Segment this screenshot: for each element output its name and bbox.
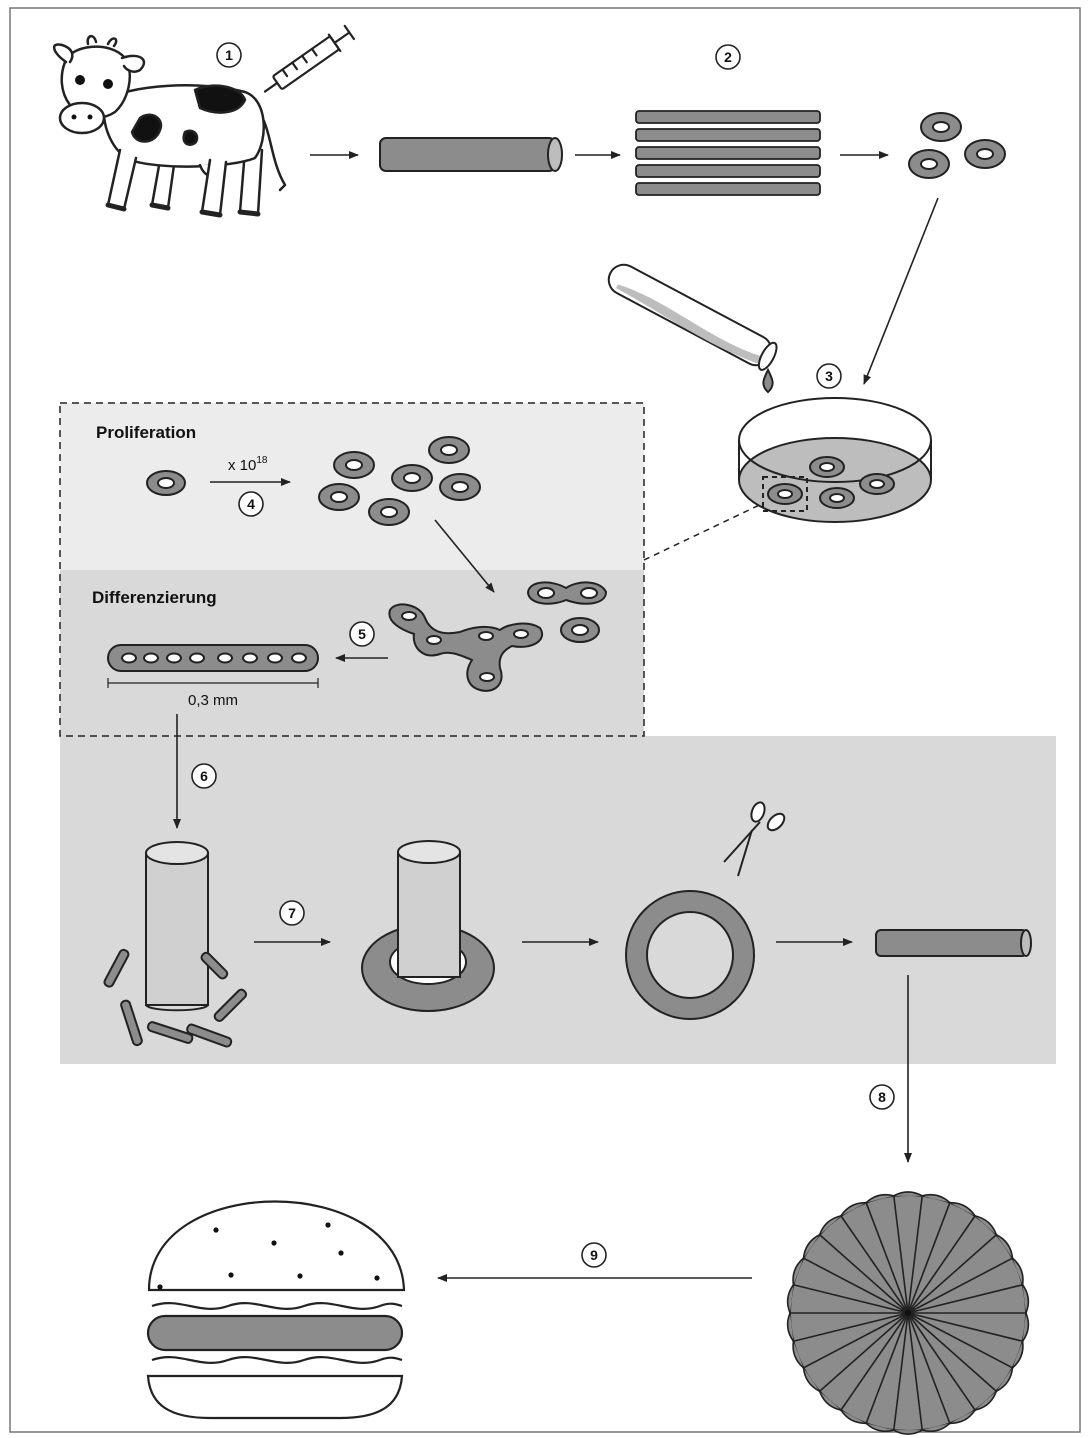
step-3-badge: 3 (817, 364, 841, 388)
svg-text:9: 9 (590, 1247, 598, 1263)
patty-of-strips-icon (788, 1192, 1029, 1434)
step-9-badge: 9 (582, 1243, 606, 1267)
muscle-ring-icon (626, 891, 754, 1019)
meat-strip-icon (876, 930, 1031, 956)
svg-text:7: 7 (288, 905, 296, 921)
differentiation-label: Differenzierung (92, 588, 217, 607)
svg-text:5: 5 (358, 626, 366, 642)
svg-text:1: 1 (225, 47, 233, 63)
step-1-badge: 1 (217, 43, 241, 67)
svg-text:3: 3 (825, 368, 833, 384)
step-6-badge: 6 (192, 764, 216, 788)
myotube-icon (108, 645, 318, 671)
step-2-badge: 2 (716, 45, 740, 69)
patty-strip-bulge (894, 1430, 922, 1434)
svg-text:4: 4 (247, 496, 255, 512)
svg-text:6: 6 (200, 768, 208, 784)
svg-text:8: 8 (878, 1089, 886, 1105)
single-cell-icon (147, 471, 185, 495)
patty-center (904, 1309, 912, 1317)
step-8-badge: 8 (870, 1085, 894, 1109)
muscle-fibers-icon (636, 111, 820, 195)
proliferation-label: Proliferation (96, 423, 196, 442)
muscle-tissue-icon (380, 138, 562, 171)
step-7-badge: 7 (280, 901, 304, 925)
svg-text:2: 2 (724, 49, 732, 65)
step-5-badge: 5 (350, 622, 374, 646)
scale-label: 0,3 mm (188, 692, 238, 709)
step-4-badge: 4 (239, 492, 263, 516)
